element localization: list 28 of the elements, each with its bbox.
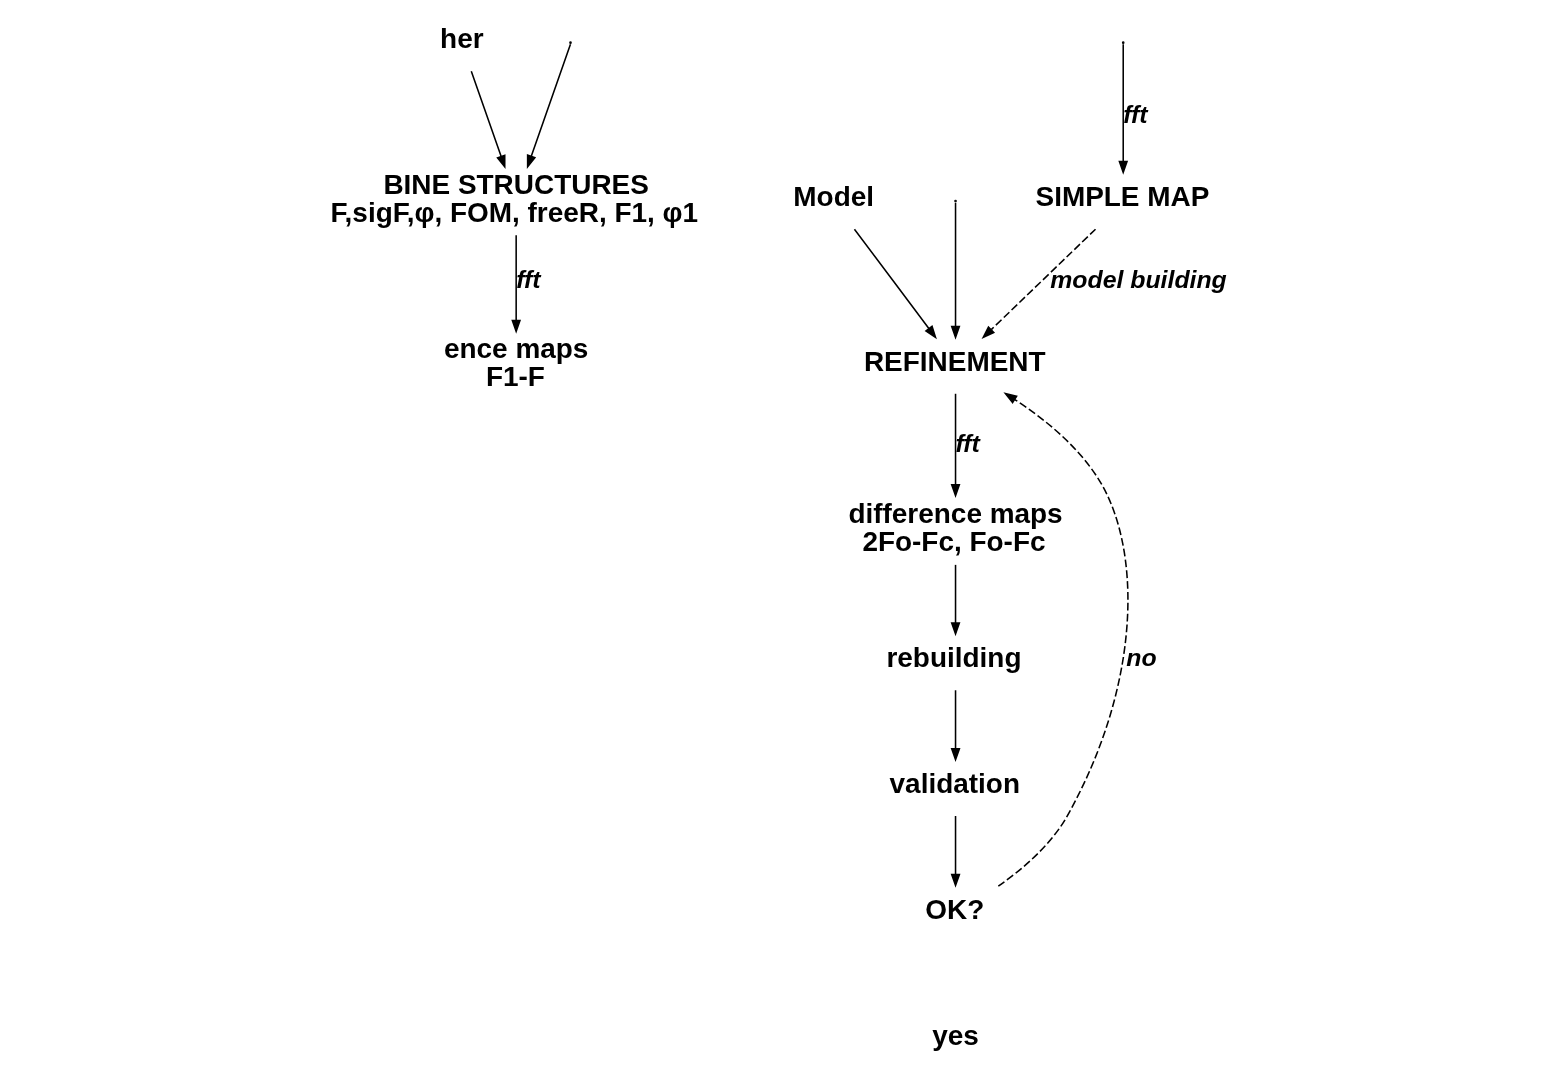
node-text: difference maps 2Fo-Fc, Fo-Fc — [848, 497, 1063, 557]
arrow — [997, 392, 1129, 887]
arrow — [950, 815, 961, 888]
arrow — [853, 228, 937, 340]
arrow — [526, 43, 572, 169]
edge-label: model building — [1050, 265, 1227, 293]
edge-label: no — [1126, 644, 1157, 672]
node-text: OK? — [925, 893, 985, 925]
arrow — [1118, 43, 1129, 175]
node-text: BINE STRUCTURES F,sigF,φ, FOM, freeR, F1, φ1 — [330, 168, 699, 228]
edge-label: fft — [516, 265, 541, 293]
node-text: REFINEMENT — [863, 345, 1046, 377]
arrow — [470, 70, 506, 169]
node-text: rebuilding — [886, 642, 1022, 674]
node-text: SIMPLE MAP — [1035, 181, 1210, 213]
arrow — [950, 201, 961, 340]
node-text: her — [440, 22, 484, 54]
arrow — [950, 393, 961, 499]
arrow — [981, 228, 1097, 339]
node-text: Model — [793, 181, 874, 213]
node-text: validation — [889, 768, 1020, 800]
label: yes — [932, 1019, 979, 1051]
edge-label: fft — [1123, 101, 1148, 129]
edge-label: fft — [955, 430, 980, 458]
node-text: ence maps F1-F — [443, 333, 589, 393]
arrow — [511, 234, 522, 334]
arrow — [950, 564, 961, 637]
arrow — [950, 689, 961, 763]
